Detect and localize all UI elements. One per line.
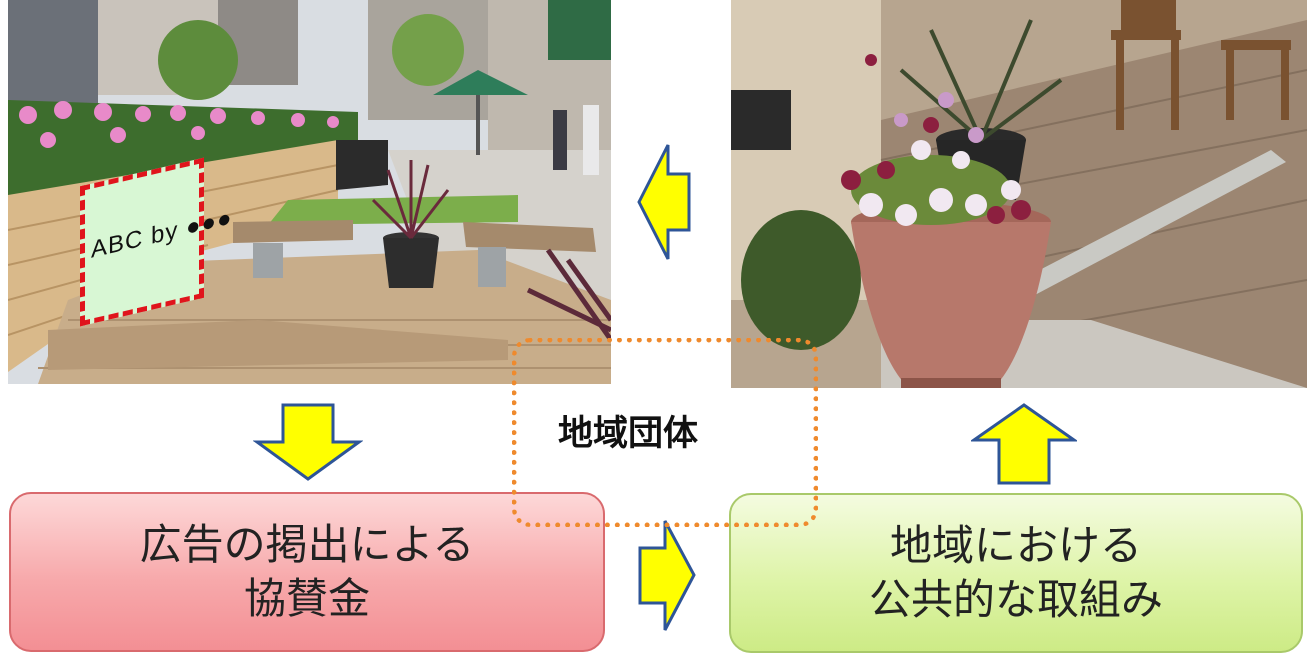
down-arrow <box>253 403 363 481</box>
community-organization-label: 地域団体 <box>558 414 699 454</box>
parklet-photo: ABC by ●●● <box>8 0 611 384</box>
public-initiatives-line2: 公共的な取組み <box>868 575 1163 624</box>
public-initiatives-line1: 地域における <box>889 521 1142 570</box>
public-initiatives-box: 地域における 公共的な取組み <box>729 493 1303 653</box>
right-arrow <box>638 520 696 631</box>
planter-photo <box>731 0 1307 388</box>
sponsorship-line1: 広告の掲出による <box>139 520 475 569</box>
parklet-scene <box>8 0 611 384</box>
up-arrow <box>971 403 1077 485</box>
community-organization-frame <box>512 338 818 527</box>
advertisement-sign: ABC by ●●● <box>80 157 233 327</box>
sponsorship-line2: 協賛金 <box>243 574 370 623</box>
planter-scene <box>731 0 1307 388</box>
left-arrow <box>637 144 691 260</box>
sponsorship-box: 広告の掲出による 協賛金 <box>9 492 605 652</box>
